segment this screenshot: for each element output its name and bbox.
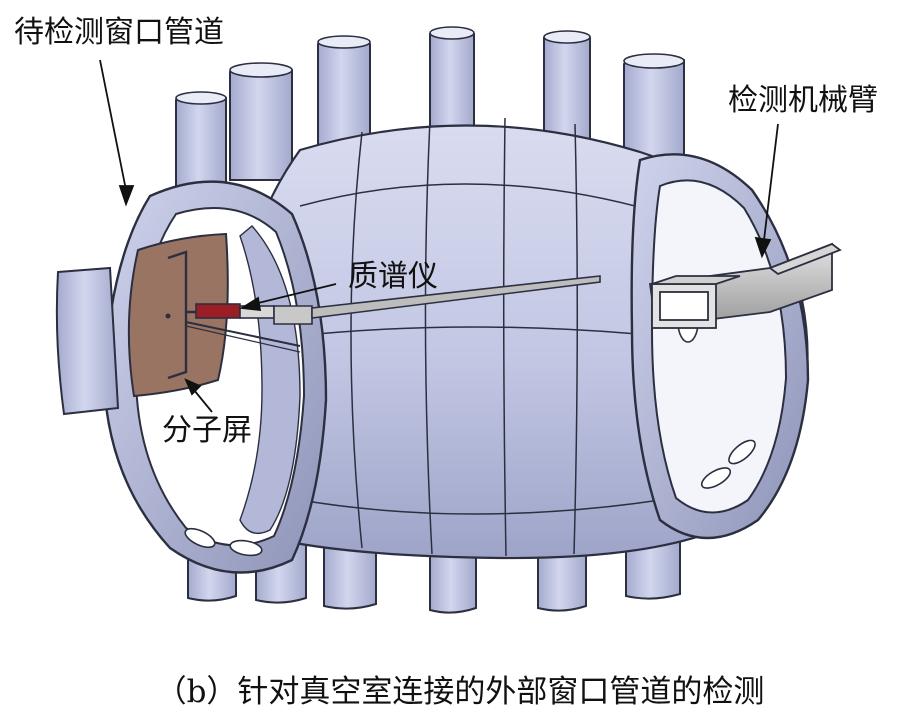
inspection-arm-label: 检测机械臂: [728, 83, 878, 118]
mass-spectrometer-assembly: [185, 275, 601, 353]
leader-lines: [99, 59, 779, 413]
port-pipe-label: 待检测窗口管道: [14, 15, 224, 50]
right-port-opening: [650, 179, 788, 514]
upper-pipe-openings: [175, 26, 685, 105]
mass-spectrometer-label: 质谱仪: [348, 259, 438, 294]
inspection-arm: [648, 242, 842, 329]
screen-probe-hole: [165, 313, 171, 319]
molecular-screen: [127, 232, 229, 398]
left-ring-slots: [184, 527, 263, 557]
figure-caption: （b）针对真空室连接的外部窗口管道的检测: [155, 674, 765, 710]
panel-seams: [295, 117, 661, 557]
left-stub-pipe: [55, 266, 120, 416]
left-interior-shade: [239, 225, 301, 534]
molecular-screen-label: 分子屏: [162, 413, 252, 448]
